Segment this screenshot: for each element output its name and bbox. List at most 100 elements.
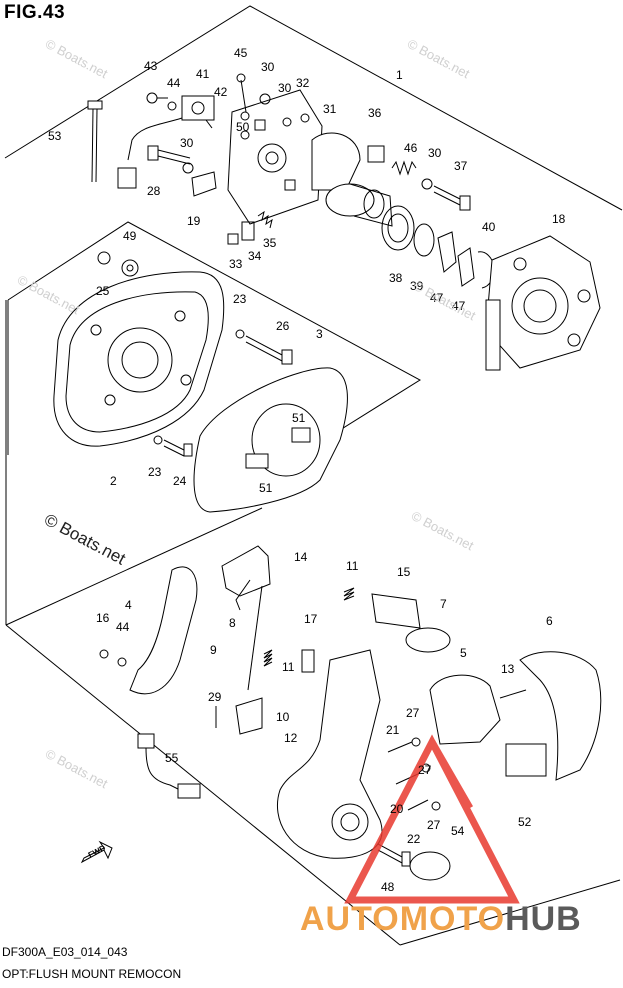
callout: 1: [396, 68, 403, 82]
callout: 11: [346, 559, 359, 573]
callout: 43: [144, 59, 158, 73]
callout: 54: [451, 824, 465, 838]
callout: 39: [410, 279, 424, 293]
spring-46: [391, 160, 417, 176]
callout: 47: [430, 291, 444, 305]
part-55-connector: [137, 733, 201, 799]
callout: 30: [261, 60, 275, 74]
part-18-housing: [485, 235, 601, 371]
callout: 30: [180, 136, 194, 150]
assembly-frame-lower: [5, 507, 263, 626]
screw-24: [163, 439, 193, 457]
callout: 49: [123, 229, 137, 243]
rod-9: [247, 585, 263, 691]
callout: 22: [407, 832, 421, 846]
callout: 28: [147, 184, 161, 198]
part-33: [227, 233, 239, 245]
washer-50: [240, 111, 250, 121]
nut-25: [97, 251, 111, 265]
part-32-bracket-plate: [227, 89, 323, 225]
callout: 34: [248, 249, 262, 263]
callout: 6: [546, 614, 553, 628]
callout: 11: [282, 660, 295, 674]
callout: 35: [263, 236, 277, 250]
callout: 5: [460, 646, 467, 660]
part-10-bracket: [235, 697, 263, 735]
logo-wordmark: AUTOMOTOHUB: [300, 900, 582, 939]
screw-43: [146, 92, 168, 104]
callout: 20: [390, 802, 404, 816]
part-52-switch: [505, 743, 547, 777]
callout: 12: [284, 731, 298, 745]
callout: 53: [48, 129, 62, 143]
callout: 16: [96, 611, 110, 625]
callout: 27: [406, 706, 420, 720]
logo-part-2: HUB: [505, 900, 582, 938]
bolt-28: [147, 145, 191, 165]
callout: 24: [173, 474, 187, 488]
washer-23b: [153, 435, 163, 445]
screw-22: [407, 799, 429, 811]
callout: 50: [236, 120, 250, 134]
figure-title: FIG.43: [4, 2, 66, 23]
screw-21: [387, 741, 413, 753]
callout: 48: [381, 880, 395, 894]
callout: 32: [296, 76, 310, 90]
part-2-bezel: [53, 271, 225, 447]
callout: 46: [404, 141, 418, 155]
part-31-shaft: [311, 132, 393, 227]
callout: 27: [427, 818, 441, 832]
pin-13: [499, 689, 527, 699]
figure-description: OPT:FLUSH MOUNT REMOCON: [2, 967, 182, 981]
callout: 51: [292, 411, 306, 425]
callout: 40: [482, 220, 496, 234]
bolt-37: [433, 185, 471, 211]
callout: 10: [276, 710, 290, 724]
washer-49: [121, 259, 139, 277]
callout: 30: [428, 146, 442, 160]
callout: 52: [518, 815, 532, 829]
callout: 15: [397, 565, 411, 579]
logo-part-1: AUTOMOTO: [300, 900, 506, 938]
subassembly-frame: [7, 221, 421, 456]
callout: 51: [259, 481, 273, 495]
callout: 23: [148, 465, 162, 479]
washer-30d: [421, 178, 433, 190]
washer-44: [167, 101, 177, 111]
part-15: [371, 593, 421, 629]
callout: 7: [440, 597, 447, 611]
washer-44b: [117, 657, 127, 667]
callout: 29: [208, 690, 222, 704]
callout: 21: [386, 723, 400, 737]
plate-47a: [437, 231, 457, 273]
callout: 9: [210, 643, 217, 657]
part-6-cap: [519, 651, 602, 781]
washer-30c: [282, 117, 292, 127]
callout: 26: [276, 319, 290, 333]
ring-39: [413, 223, 435, 257]
bolt-45: [240, 79, 247, 113]
bolt-48: [377, 843, 411, 867]
callout: 19: [187, 214, 201, 228]
clip-19: [191, 171, 217, 197]
plate-47b: [457, 247, 475, 287]
callout: 3: [316, 327, 323, 341]
logo-triangle: [344, 734, 520, 904]
part-3-plate: [193, 367, 348, 513]
washer-27a: [411, 737, 421, 747]
washer-30a: [182, 162, 194, 174]
callout: 41: [196, 67, 210, 81]
callout: 27: [418, 763, 432, 777]
callout: 33: [229, 257, 243, 271]
callout: 14: [294, 550, 308, 564]
washer-27c: [431, 801, 441, 811]
callout: 44: [167, 76, 181, 90]
figure-code: DF300A_E03_014_043: [2, 945, 128, 959]
callout: 8: [229, 616, 236, 630]
callout: 42: [214, 85, 228, 99]
emblem-54: [409, 851, 451, 881]
washer-30b: [259, 93, 271, 105]
spring-11b: [343, 587, 355, 601]
callout: 17: [304, 612, 318, 626]
